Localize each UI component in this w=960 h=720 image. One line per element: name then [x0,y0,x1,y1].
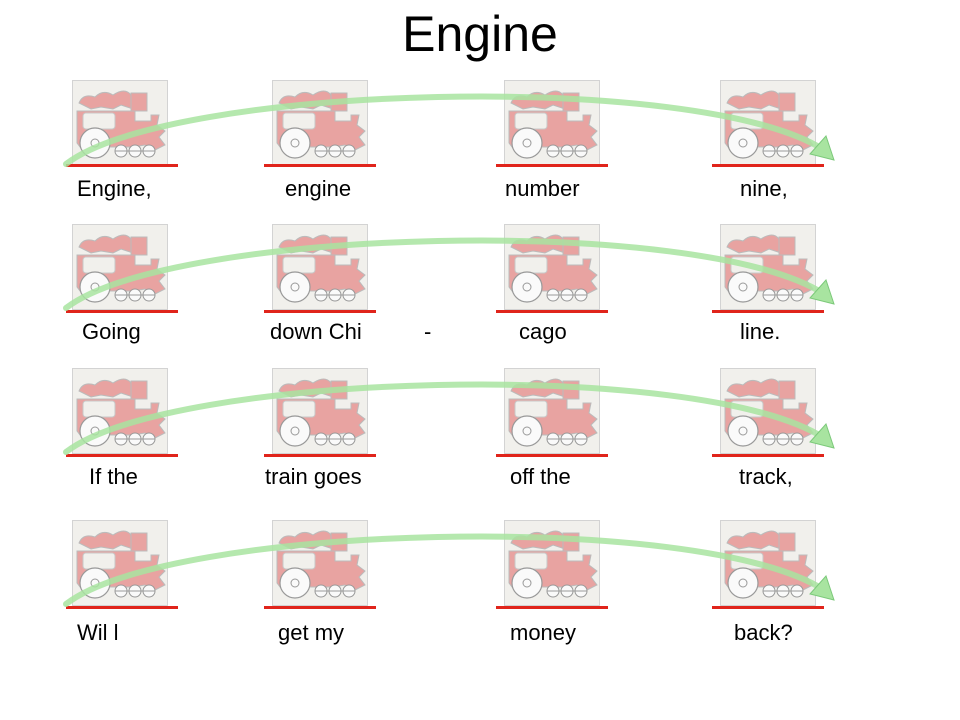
beat-underline [264,606,376,609]
sweep-arrow-head [809,575,835,601]
lyric-word: Going [82,319,141,344]
beat-underline [496,164,608,167]
syllable-hyphen: - [424,319,432,344]
lyric-word: off the [510,464,571,489]
lyric-word: track, [739,464,793,489]
sweep-arrow [63,533,835,607]
beat-underline [264,454,376,457]
lyric-word: money [510,620,577,645]
sweep-arrow-shaft [63,533,827,607]
beat-underline [66,454,178,457]
beat-underline [264,310,376,313]
train-engine-icon [272,224,368,310]
lyric-word: engine [285,176,352,201]
lyric-word: down Chi [270,319,362,344]
beat-underline [496,606,608,609]
beat-underline [66,310,178,313]
lyric-word: nine, [740,176,788,201]
lyric-word: get my [278,620,345,645]
sweep-arrow [63,381,835,455]
sweep-arrow [63,237,835,311]
sweep-arrow-shaft [63,93,827,167]
beat-underline [66,606,178,609]
sweep-arrow-head [809,279,835,305]
beat-underline [712,454,824,457]
lyric-word: line. [740,319,781,344]
beat-underline [712,164,824,167]
train-engine-icon [504,80,600,166]
beat-underline [264,164,376,167]
beat-underline [712,606,824,609]
sweep-arrow-shaft [63,237,827,311]
train-engine-icon [504,224,600,310]
sweep-arrow-head [809,135,835,161]
train-engine-icon [72,368,168,454]
train-engine-icon [272,368,368,454]
lyric-word: Wil l [77,620,119,645]
sweep-arrow-shaft [63,381,827,455]
train-engine-icon [72,80,168,166]
beat-underline [66,164,178,167]
lyric-word: number [505,176,580,201]
lyric-word: back? [734,620,793,645]
sweep-arrow-head [809,423,835,449]
lyric-word: If the [89,464,138,489]
lyric-word: Engine, [77,176,152,201]
lyric-word: train goes [265,464,362,489]
lyric-word: cago [519,319,567,344]
beat-underline [496,454,608,457]
sweep-arrow [63,93,835,167]
slide-title: Engine [402,6,558,62]
beat-underline [496,310,608,313]
beat-underline [712,310,824,313]
